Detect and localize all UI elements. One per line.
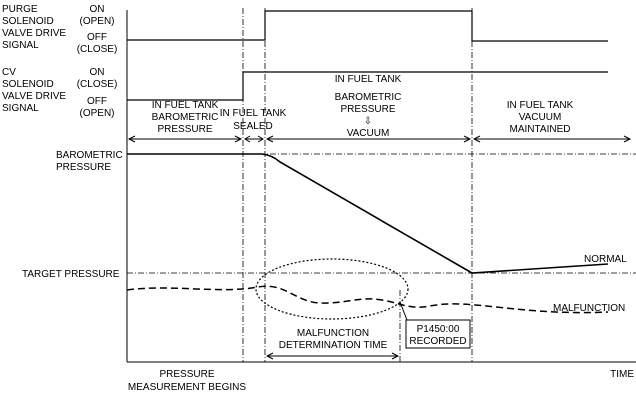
dtc-leader-line — [399, 301, 408, 321]
purge-label-line4: SIGNAL — [2, 40, 39, 51]
phase-arrows — [127, 135, 632, 143]
determination-right-arrowhead-icon — [391, 352, 400, 360]
phase1-line2: BAROMETRIC — [152, 112, 219, 123]
phase2-line1: IN FUEL TANK — [220, 108, 287, 119]
cv-label-line1: CV — [2, 67, 16, 78]
measurement-begins-line1: PRESSURE — [159, 369, 214, 380]
barometric-label-line1: BAROMETRIC — [56, 150, 123, 161]
cv-label-line4: SIGNAL — [2, 103, 39, 114]
phase4-line1: IN FUEL TANK — [507, 100, 574, 111]
determination-span — [265, 352, 400, 360]
purge-on-sub: (OPEN) — [80, 16, 115, 27]
target-pressure-label: TARGET PRESSURE — [22, 269, 120, 280]
malfunction-curve-label: MALFUNCTION — [553, 303, 625, 314]
phase4-line2: VACUUM — [519, 112, 562, 123]
phase3-right-arrowhead-icon — [463, 135, 472, 143]
malfunction-pressure-curve — [126, 285, 609, 314]
purge-label-line3: VALVE DRIVE — [2, 28, 66, 39]
phase3-left-arrowhead-icon — [265, 135, 274, 143]
phase1-left-arrowhead-icon — [127, 135, 136, 143]
barometric-label-line2: PRESSURE — [56, 162, 111, 173]
cv-waveform — [127, 71, 608, 101]
cv-on-label: ON — [90, 67, 105, 78]
phase3-line1: BAROMETRIC — [335, 92, 402, 103]
cv-label-line3: VALVE DRIVE — [2, 91, 66, 102]
purge-off-sub: (CLOSE) — [77, 44, 118, 55]
phase3-line2: PRESSURE — [340, 104, 395, 115]
dtc-code: P1450:00 — [417, 324, 460, 335]
purge-waveform — [127, 10, 608, 42]
phase4-right-arrowhead-icon — [623, 135, 632, 143]
determination-line2: DETERMINATION TIME — [279, 340, 388, 351]
time-axis-label: TIME — [610, 369, 634, 380]
phase1-line1: IN FUEL TANK — [152, 100, 219, 111]
phase2-left-arrowhead-icon — [244, 135, 251, 143]
phase1-right-arrowhead-icon — [234, 135, 243, 143]
purge-off-label: OFF — [87, 32, 107, 43]
cv-on-sub: (CLOSE) — [77, 79, 118, 90]
dtc-recorded-box — [405, 319, 471, 349]
phase3-arrow-icon: ⇩ — [364, 116, 372, 127]
cv-off-sub: (OPEN) — [80, 108, 115, 119]
phase1-line3: PRESSURE — [157, 124, 212, 135]
cv-label-line2: SOLENOID — [2, 79, 54, 90]
normal-curve-label: NORMAL — [584, 254, 627, 265]
measurement-begins-line2: MEASUREMENT BEGINS — [128, 382, 246, 393]
purge-label-line2: SOLENOID — [2, 16, 54, 27]
determination-line1: MALFUNCTION — [297, 328, 369, 339]
phase3-top-label: IN FUEL TANK — [335, 74, 402, 85]
purge-label-line1: PURGE — [2, 4, 38, 15]
normal-pressure-curve — [127, 153, 609, 274]
dtc-recorded-label: RECORDED — [409, 336, 466, 347]
determination-left-arrowhead-icon — [265, 352, 274, 360]
phase4-left-arrowhead-icon — [472, 135, 481, 143]
phase2-right-arrowhead-icon — [257, 135, 264, 143]
cv-off-label: OFF — [87, 96, 107, 107]
malfunction-highlight-ellipse — [255, 258, 409, 320]
purge-on-label: ON — [90, 4, 105, 15]
phase3-line3: VACUUM — [347, 128, 390, 139]
phase4-line3: MAINTAINED — [510, 124, 571, 135]
phase2-line2: SEALED — [233, 121, 272, 132]
